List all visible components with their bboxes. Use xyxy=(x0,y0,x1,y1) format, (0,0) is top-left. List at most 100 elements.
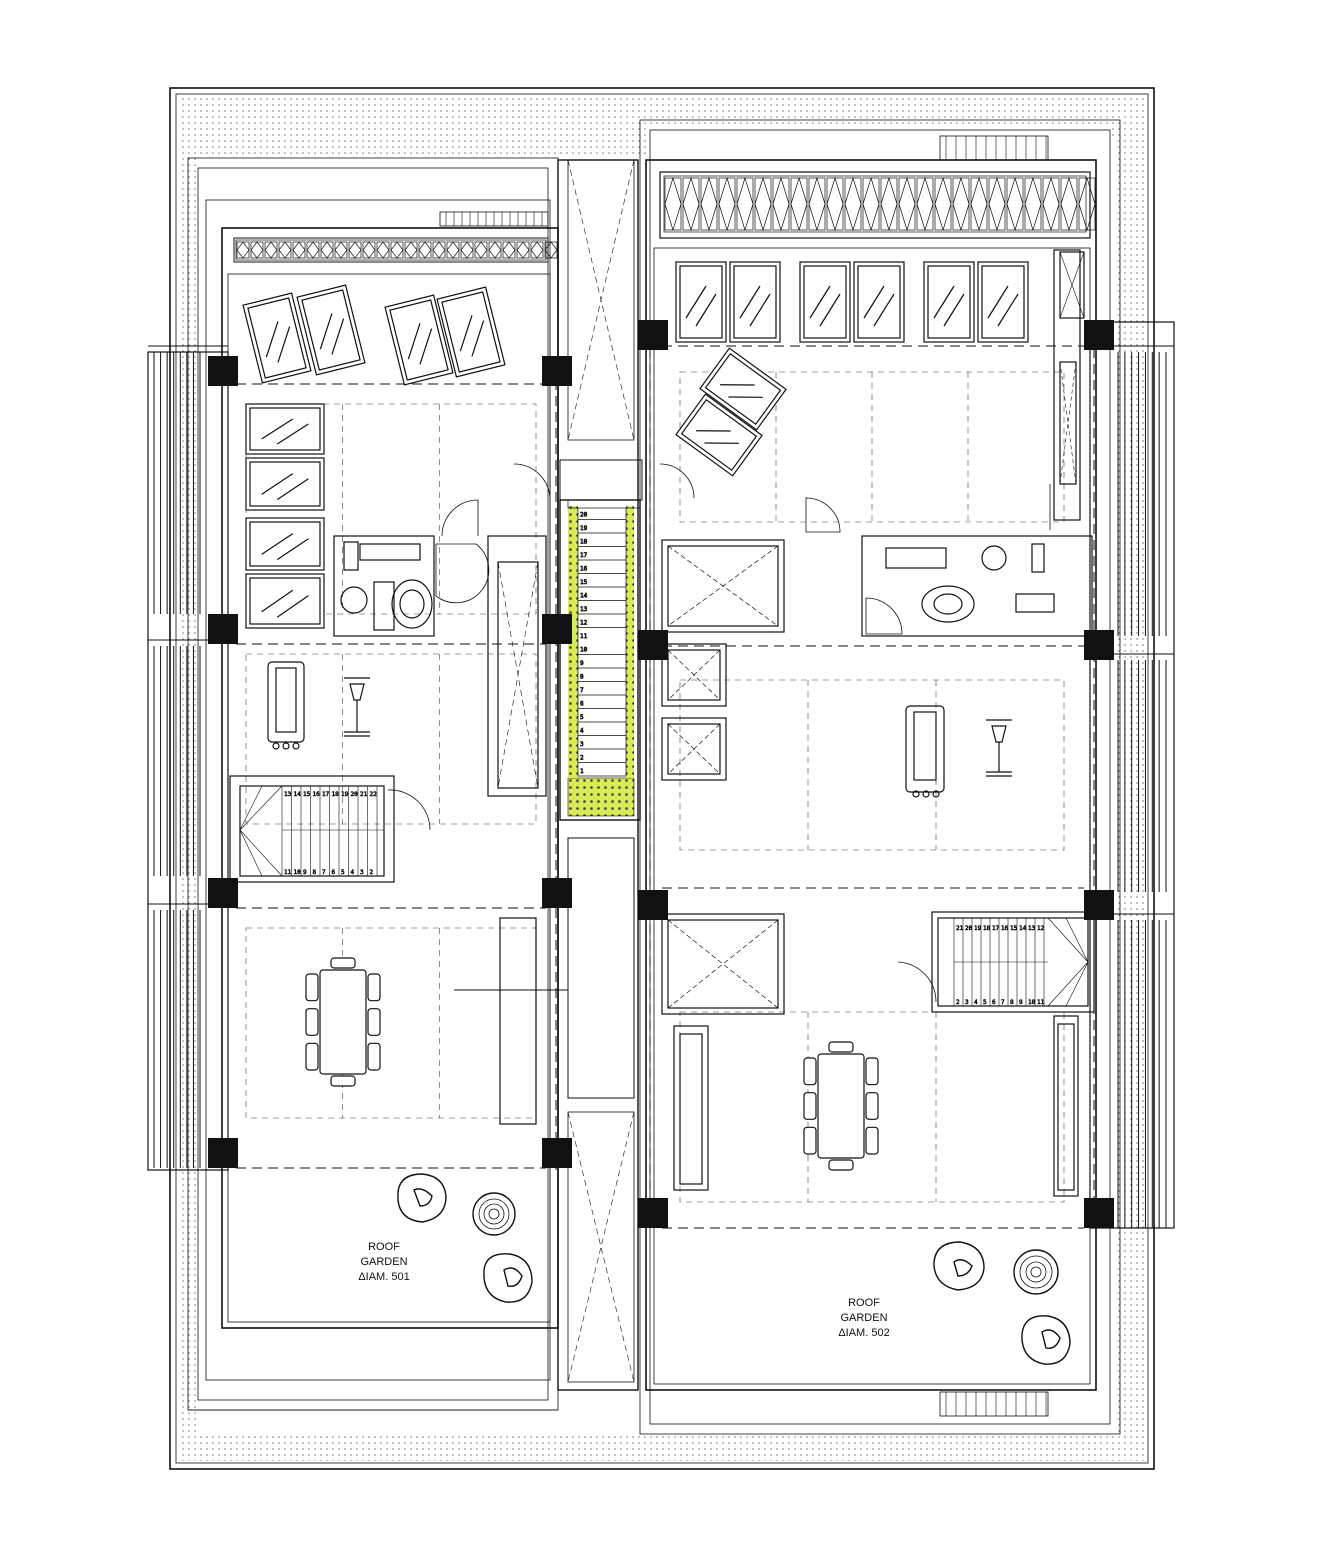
svg-text:8: 8 xyxy=(313,869,317,876)
svg-text:12: 12 xyxy=(1037,925,1045,932)
svg-text:5: 5 xyxy=(341,869,345,876)
svg-text:11: 11 xyxy=(284,869,292,876)
stair-edge-fill-right xyxy=(626,506,634,778)
ceiling-grid xyxy=(245,371,1065,1203)
svg-text:20: 20 xyxy=(351,791,359,798)
sun-lounger-icon xyxy=(799,261,851,343)
svg-text:21: 21 xyxy=(956,925,964,932)
svg-text:20: 20 xyxy=(965,925,973,932)
svg-text:16: 16 xyxy=(580,566,588,573)
roof-grille-501 xyxy=(235,239,558,261)
column-icon xyxy=(542,878,572,908)
column-icon xyxy=(1084,320,1114,350)
svg-text:9: 9 xyxy=(1019,999,1023,1006)
svg-text:2: 2 xyxy=(370,869,374,876)
svg-text:16: 16 xyxy=(1001,925,1009,932)
svg-text:2: 2 xyxy=(956,999,960,1006)
svg-text:ΔΙΑΜ. 502: ΔΙΑΜ. 502 xyxy=(838,1327,889,1339)
sun-lounger-icon xyxy=(436,286,506,378)
sun-lounger-icon xyxy=(853,261,905,343)
shaft xyxy=(661,913,785,1015)
svg-text:2: 2 xyxy=(580,755,584,762)
beam-grid xyxy=(221,332,1095,1229)
columns xyxy=(208,320,1114,1228)
pergola-left xyxy=(148,345,228,1168)
column-icon xyxy=(208,356,238,386)
shaft xyxy=(661,643,727,707)
washbasin-icon xyxy=(885,547,947,569)
louvre-lines xyxy=(445,136,1047,1416)
svg-text:4: 4 xyxy=(580,728,584,735)
door-swing-icon xyxy=(435,463,1051,635)
svg-text:8: 8 xyxy=(1010,999,1014,1006)
shaft xyxy=(661,539,785,633)
svg-text:11: 11 xyxy=(580,633,588,640)
svg-text:9: 9 xyxy=(580,660,584,667)
column-icon xyxy=(542,614,572,644)
sun-lounger-icon xyxy=(245,573,325,629)
svg-text:19: 19 xyxy=(580,525,588,532)
svg-text:ΔΙΑΜ. 501: ΔΙΑΜ. 501 xyxy=(358,1271,409,1283)
svg-text:15: 15 xyxy=(580,579,588,586)
site-boundary xyxy=(169,87,1155,1470)
unit-501 xyxy=(147,227,559,1329)
column-icon xyxy=(542,356,572,386)
staircase-501 xyxy=(229,775,431,883)
shower-icon xyxy=(981,545,1007,571)
svg-text:14: 14 xyxy=(580,593,588,600)
svg-text:11: 11 xyxy=(1037,999,1045,1006)
svg-text:6: 6 xyxy=(332,869,336,876)
svg-text:10: 10 xyxy=(1028,999,1036,1006)
svg-text:17: 17 xyxy=(580,552,588,559)
svg-text:8: 8 xyxy=(580,674,584,681)
sun-lounger-icon xyxy=(296,284,366,376)
svg-text:3: 3 xyxy=(965,999,969,1006)
svg-text:6: 6 xyxy=(992,999,996,1006)
svg-text:19: 19 xyxy=(974,925,982,932)
svg-text:18: 18 xyxy=(983,925,991,932)
svg-text:3: 3 xyxy=(580,741,584,748)
column-icon xyxy=(1084,890,1114,920)
pergola-right xyxy=(1090,345,1174,1228)
svg-text:3: 3 xyxy=(360,869,364,876)
column-icon xyxy=(638,1198,668,1228)
svg-text:14: 14 xyxy=(1019,925,1027,932)
shower-icon xyxy=(340,586,368,614)
stair-landing-fill xyxy=(567,777,635,817)
svg-text:19: 19 xyxy=(341,791,349,798)
column-icon xyxy=(1084,630,1114,660)
svg-text:15: 15 xyxy=(303,791,311,798)
svg-text:18: 18 xyxy=(580,539,588,546)
svg-text:ROOF: ROOF xyxy=(848,1297,880,1309)
svg-text:7: 7 xyxy=(1001,999,1005,1006)
column-icon xyxy=(208,1138,238,1168)
svg-text:13: 13 xyxy=(284,791,292,798)
svg-text:4: 4 xyxy=(974,999,978,1006)
svg-text:7: 7 xyxy=(580,687,584,694)
dining-table-icon xyxy=(305,957,381,1087)
column-icon xyxy=(208,878,238,908)
solar-panels xyxy=(242,261,1029,629)
svg-text:10: 10 xyxy=(580,647,588,654)
armchair-icon xyxy=(397,1173,1071,1365)
sun-lounger-icon xyxy=(977,261,1029,343)
dining-tables xyxy=(305,957,879,1171)
svg-text:13: 13 xyxy=(580,606,588,613)
column-icon xyxy=(542,1138,572,1168)
svg-text:12: 12 xyxy=(580,620,588,627)
column-icon xyxy=(1084,1198,1114,1228)
svg-text:17: 17 xyxy=(322,791,330,798)
kitchen-counters xyxy=(454,249,1085,1197)
washbasin-icon xyxy=(359,543,421,561)
svg-text:GARDEN: GARDEN xyxy=(840,1312,887,1324)
service-shafts xyxy=(661,539,785,1015)
svg-text:7: 7 xyxy=(322,869,326,876)
stair-edge-fill xyxy=(568,506,578,778)
svg-text:5: 5 xyxy=(580,714,584,721)
bathroom-501 xyxy=(333,535,435,637)
roof-garden-label-502: ROOF GARDEN ΔΙΑΜ. 502 xyxy=(838,1297,889,1339)
